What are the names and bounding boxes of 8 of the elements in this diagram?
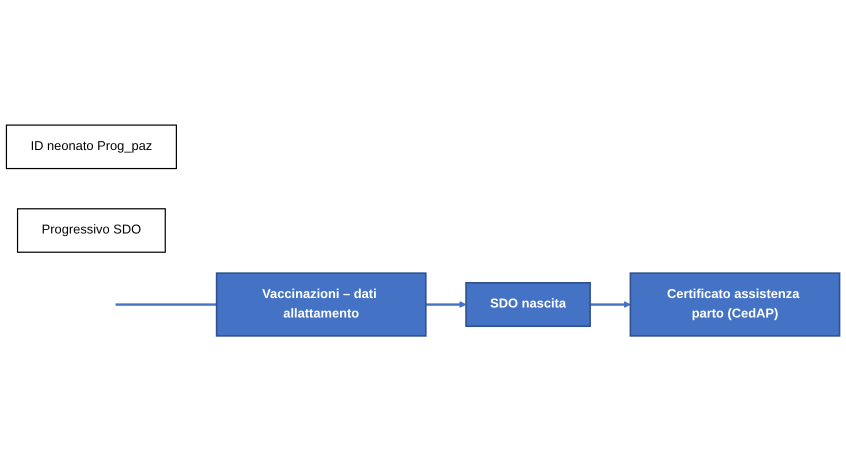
node-box: SDO nascita — [465, 282, 591, 328]
connector — [116, 303, 217, 306]
arrow — [426, 300, 466, 308]
node-box: Progressivo SDO — [16, 208, 166, 253]
node-box: ID neonato Prog_paz — [6, 124, 177, 170]
node-box: Certificato assistenza parto (CedAP) — [630, 272, 840, 337]
node-box: Vaccinazioni – dati allattamento — [216, 272, 427, 337]
arrow — [590, 300, 631, 308]
